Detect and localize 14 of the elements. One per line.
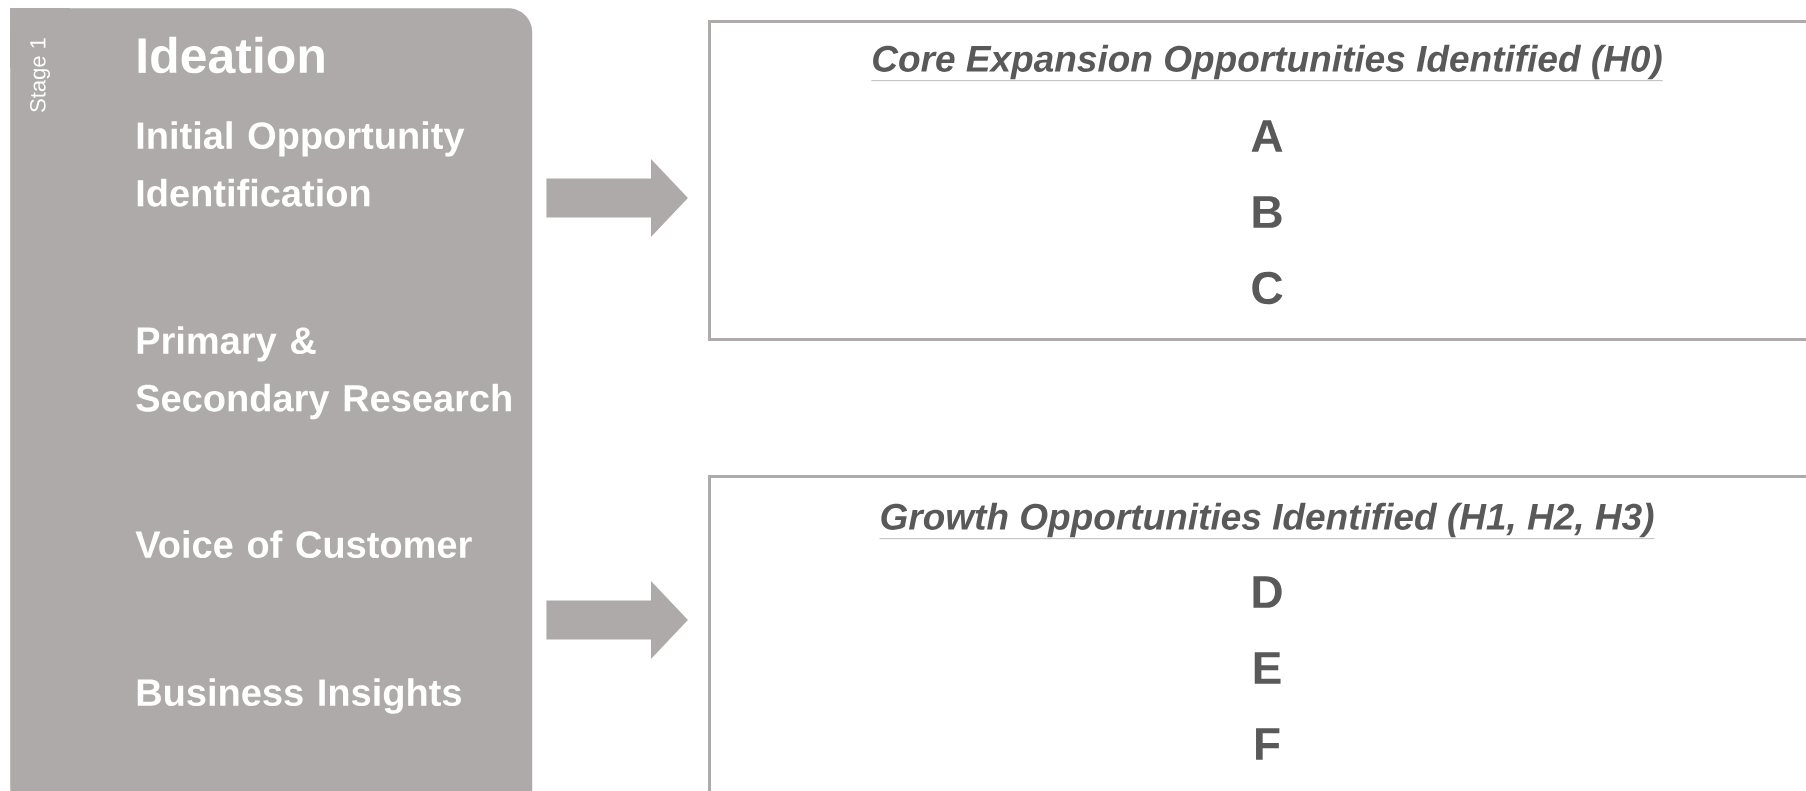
- activity-text: Voice of Customer: [135, 530, 472, 559]
- option-letter: A: [1251, 120, 1283, 152]
- activity-text: Business Insights: [137, 678, 461, 714]
- option-letter: E: [1254, 652, 1281, 684]
- box-heading: Growth Opportunities Identified (H1, H2, H3): [879, 502, 1655, 539]
- stage-title: Ideation: [138, 36, 324, 74]
- option-letter: F: [1256, 728, 1280, 760]
- activity-text: Initial Opportunity Identification: [137, 121, 465, 207]
- stage-label: Stage 1: [30, 38, 50, 112]
- option-letter: C: [1252, 271, 1283, 305]
- box-heading: Core Expansion Opportunities Identified (H0): [871, 44, 1663, 81]
- option-letter: D: [1253, 576, 1282, 608]
- activity-text: Primary & Secondary Research: [136, 326, 511, 420]
- option-letter: B: [1253, 196, 1282, 228]
